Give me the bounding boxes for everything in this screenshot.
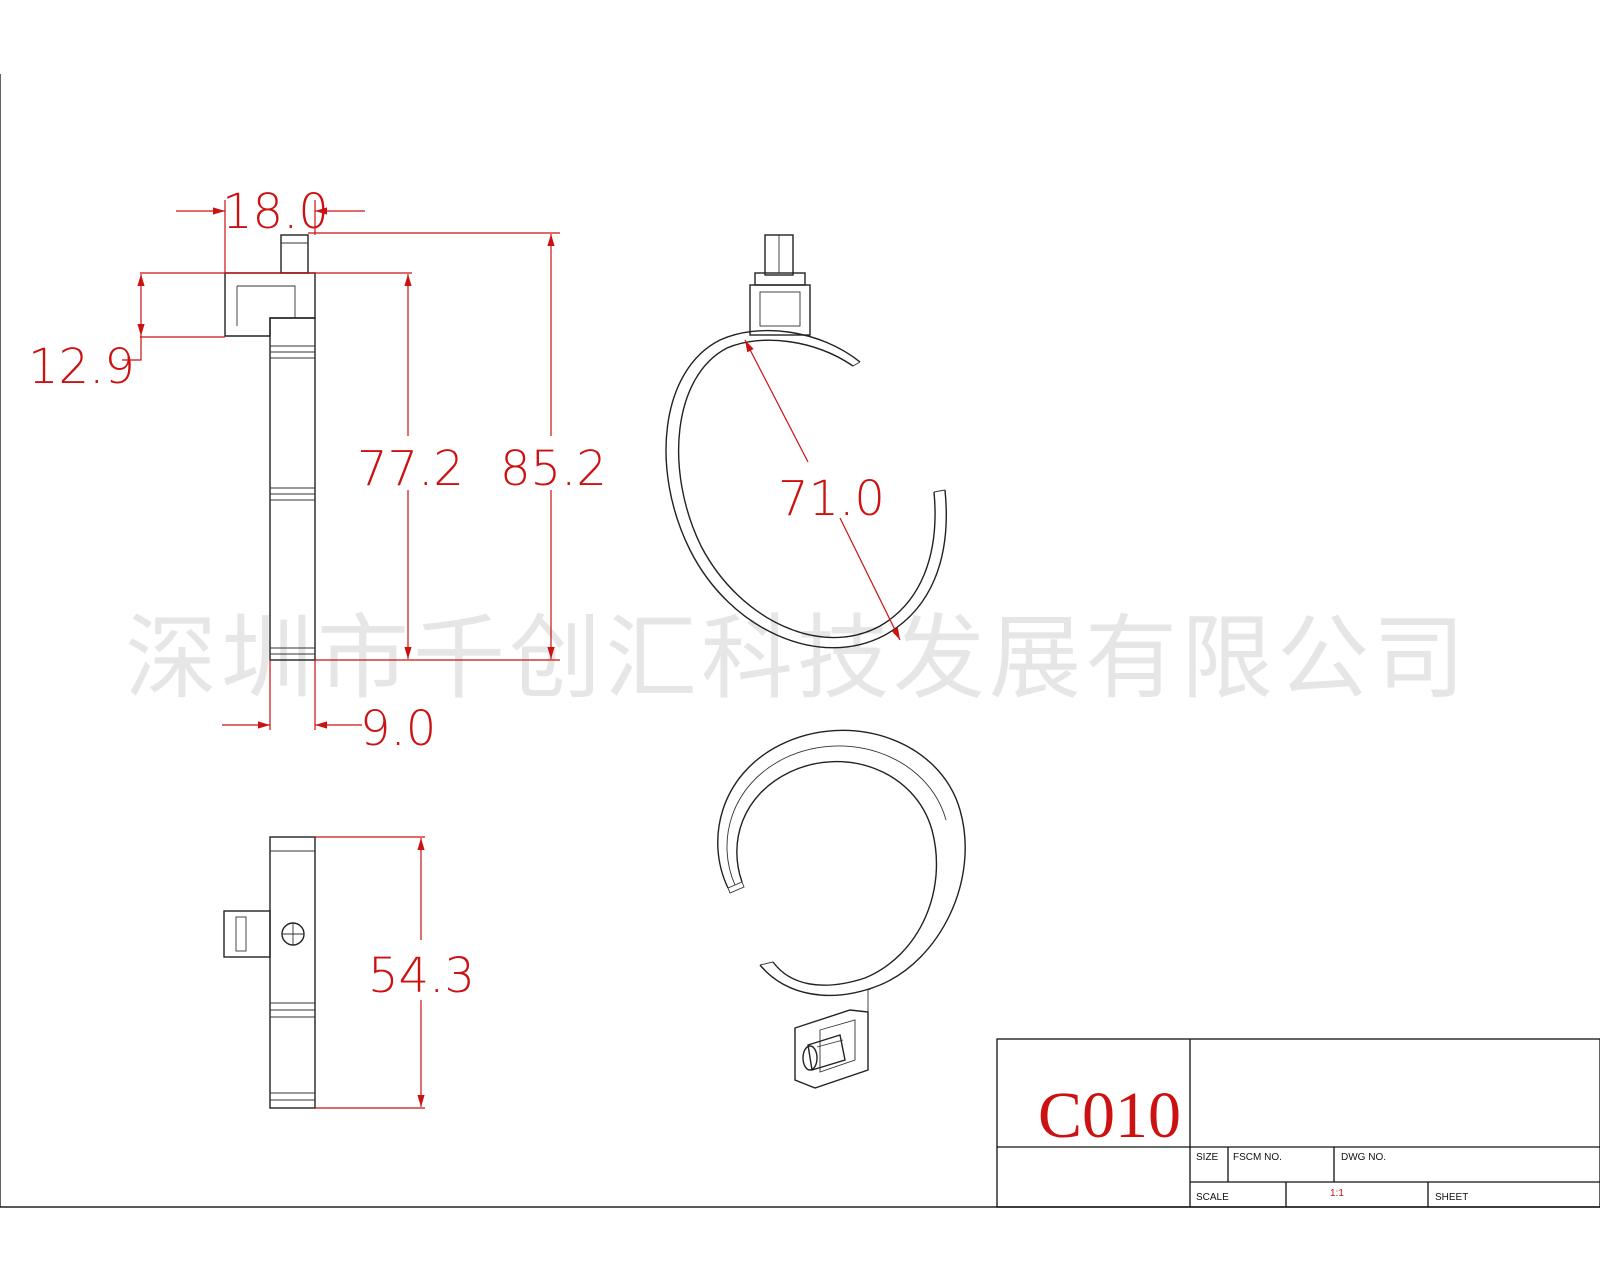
dim-label-77-2: 77.2: [357, 441, 464, 497]
side-view-dimensions: 18.0 12.9 77.2 85.2 9.0: [28, 184, 607, 757]
band-outline: [269, 836, 316, 1109]
dim-label-85-2: 85.2: [500, 441, 607, 497]
side-view: [224, 234, 316, 661]
scale-label: SCALE: [1196, 1192, 1229, 1203]
front-view: [223, 836, 316, 1109]
front-view-dimensions: 54.3: [315, 836, 475, 1109]
dim-label-18: 18.0: [222, 184, 329, 240]
part-number: C010: [1038, 1079, 1181, 1152]
clip-outline: [223, 910, 271, 958]
scale-value: 1:1: [1330, 1188, 1344, 1199]
dim-label-12-9: 12.9: [28, 339, 135, 395]
dwg-label: DWG NO.: [1341, 1152, 1386, 1163]
pin-outline: [280, 234, 309, 274]
dim-label-54-3: 54.3: [368, 948, 475, 1004]
isometric-view: [717, 729, 966, 1089]
dim-label-9: 9.0: [360, 701, 436, 757]
top-view-dimensions: 71.0: [744, 339, 901, 641]
dim-label-71: 71.0: [778, 471, 885, 527]
sheet-label: SHEET: [1435, 1192, 1468, 1203]
company-watermark: 深圳市千创汇科技发展有限公司: [125, 605, 1469, 712]
iso-clip: [794, 1009, 869, 1089]
body-outline: [269, 317, 316, 661]
size-label: SIZE: [1196, 1152, 1219, 1163]
top-view: [665, 234, 947, 649]
fscm-label: FSCM NO.: [1233, 1152, 1282, 1163]
clip-box: [749, 284, 811, 336]
title-block: C010 SIZE FSCM NO. DWG NO. SCALE 1:1 SHE…: [996, 1038, 1600, 1208]
